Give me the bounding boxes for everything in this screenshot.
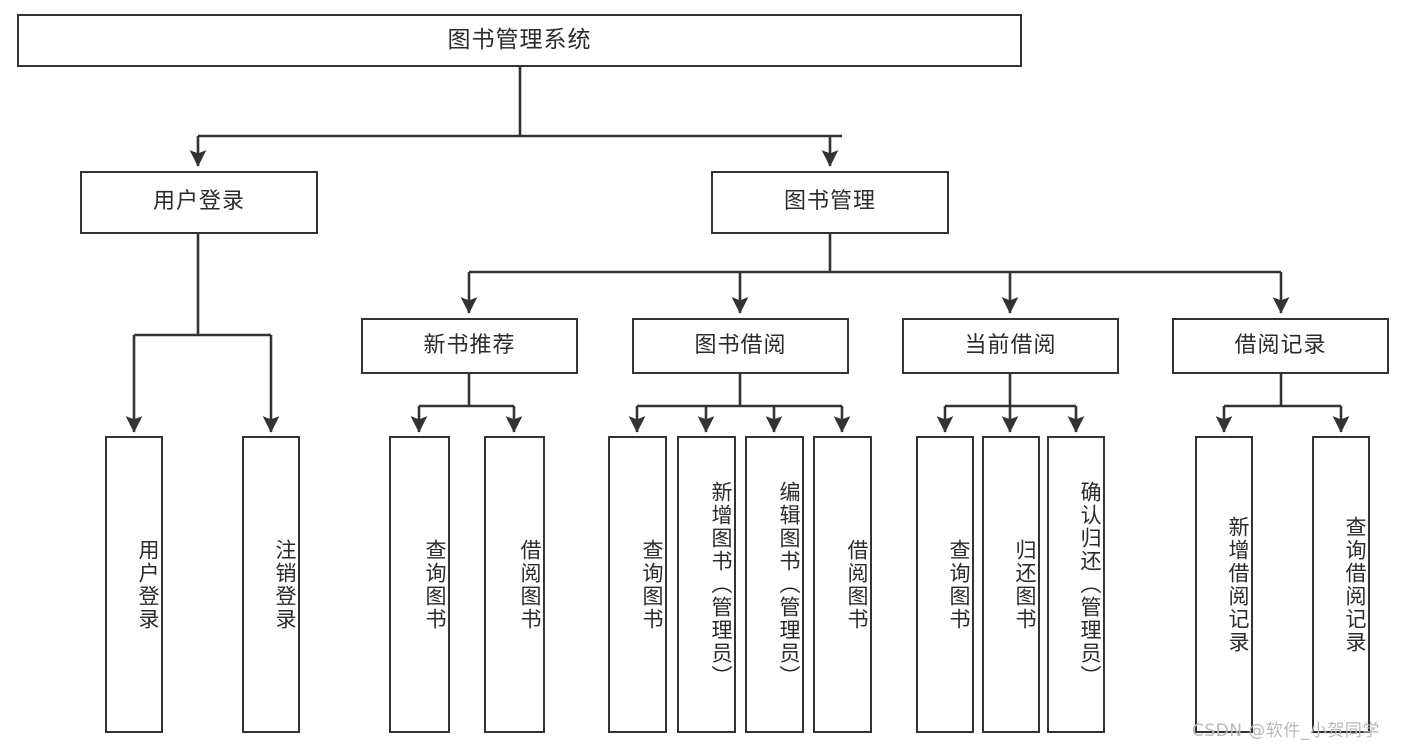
node-label: 查询图书 xyxy=(423,538,447,631)
node-current-borrow[interactable]: 当前借阅 xyxy=(902,318,1119,374)
node-root-system[interactable]: 图书管理系统 xyxy=(17,14,1022,67)
leaf-borrow-book-recommend[interactable]: 借阅图书 xyxy=(484,436,545,733)
leaf-add-borrow-record[interactable]: 新增借阅记录 xyxy=(1195,436,1253,733)
leaf-query-borrow-record[interactable]: 查询借阅记录 xyxy=(1312,436,1370,733)
node-label: 归还图书 xyxy=(1013,538,1037,631)
leaf-return-book[interactable]: 归还图书 xyxy=(982,436,1040,733)
node-label: 图书管理 xyxy=(783,189,876,215)
node-book-manage[interactable]: 图书管理 xyxy=(711,171,949,234)
csdn-watermark: CSDN @软件_小贺同学 xyxy=(1192,721,1380,741)
node-label: 查询图书 xyxy=(947,538,971,631)
leaf-query-book-borrow[interactable]: 查询图书 xyxy=(608,436,667,733)
node-label: 当前借阅 xyxy=(964,332,1057,358)
node-label: 借阅记录 xyxy=(1234,332,1327,358)
leaf-edit-book[interactable]: 编辑图书（管理员） xyxy=(745,436,804,733)
leaf-add-book[interactable]: 新增图书（管理员） xyxy=(677,436,736,733)
node-label: 用户登录 xyxy=(152,189,245,215)
node-label: 图书借阅 xyxy=(694,332,787,358)
node-new-book-recommend[interactable]: 新书推荐 xyxy=(361,318,578,374)
node-user-login[interactable]: 用户登录 xyxy=(80,171,318,234)
node-label: 新增借阅记录 xyxy=(1226,515,1250,654)
node-label: 借阅图书 xyxy=(518,538,542,631)
node-label: 查询图书 xyxy=(640,538,664,631)
node-label: 用户登录 xyxy=(136,538,160,631)
leaf-user-login[interactable]: 用户登录 xyxy=(105,436,163,733)
leaf-query-book-recommend[interactable]: 查询图书 xyxy=(389,436,450,733)
leaf-user-logout[interactable]: 注销登录 xyxy=(242,436,300,733)
leaf-confirm-return[interactable]: 确认归还（管理员） xyxy=(1047,436,1105,733)
node-label: 编辑图书（管理员） xyxy=(777,481,801,688)
node-label: 确认归还（管理员） xyxy=(1078,481,1102,688)
node-borrow-record[interactable]: 借阅记录 xyxy=(1172,318,1389,374)
leaf-borrow-book[interactable]: 借阅图书 xyxy=(813,436,872,733)
node-label: 图书管理系统 xyxy=(447,26,592,53)
node-label: 新书推荐 xyxy=(423,332,516,358)
node-label: 查询借阅记录 xyxy=(1343,515,1367,654)
leaf-query-book-current[interactable]: 查询图书 xyxy=(916,436,974,733)
node-label: 借阅图书 xyxy=(845,538,869,631)
node-label: 注销登录 xyxy=(273,538,297,631)
node-book-borrow[interactable]: 图书借阅 xyxy=(632,318,849,374)
node-label: 新增图书（管理员） xyxy=(709,481,733,688)
